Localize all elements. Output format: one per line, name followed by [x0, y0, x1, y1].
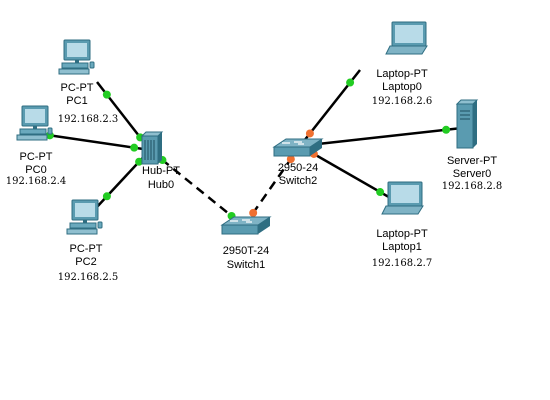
desktop-pc-icon[interactable] [66, 199, 103, 235]
port-status-switch2 [305, 129, 314, 138]
device-ip: 192.168.2.4 [5, 176, 67, 187]
port-status-laptop1 [376, 188, 385, 197]
device-model: Laptop-PT [376, 228, 428, 240]
device-name: Switch1 [226, 259, 266, 271]
device-name: Switch2 [278, 175, 318, 187]
device-name: Server0 [452, 168, 492, 180]
device-model: PC-PT [60, 82, 94, 94]
device-model: Laptop-PT [376, 68, 428, 80]
device-ip: 192.168.2.5 [57, 272, 119, 283]
port-status-switch2 [286, 155, 295, 164]
devices-layer [16, 21, 478, 235]
port-status-laptop0 [346, 78, 355, 87]
device-model: Server-PT [446, 155, 498, 167]
device-model: PC-PT [69, 243, 103, 255]
device-name: Laptop1 [382, 241, 422, 253]
device-ip: 192.168.2.7 [371, 258, 433, 269]
device-model: PC-PT [19, 151, 53, 163]
port-status-switch1 [249, 208, 258, 217]
device-model: 2950-24 [277, 162, 319, 174]
switch-icon[interactable] [221, 216, 271, 235]
device-name: PC1 [66, 95, 88, 107]
device-name: PC0 [25, 164, 47, 176]
device-name: PC2 [75, 256, 97, 268]
laptop-icon[interactable] [381, 181, 424, 215]
device-ip: 192.168.2.8 [441, 181, 503, 192]
port-status-server0 [442, 125, 451, 134]
port-status-pc1 [102, 90, 111, 99]
device-name: Hub0 [147, 179, 175, 191]
device-model: 2950T-24 [222, 245, 270, 257]
device-ip: 192.168.2.6 [371, 96, 433, 107]
desktop-pc-icon[interactable] [58, 39, 95, 75]
hub-icon[interactable] [141, 131, 163, 165]
laptop-icon[interactable] [385, 21, 428, 55]
link-switch2-server0[interactable] [299, 126, 463, 148]
port-status-hub0 [130, 143, 139, 152]
link-hub0-switch1[interactable] [149, 149, 245, 227]
port-status-hub0 [135, 157, 144, 166]
port-status-pc2 [102, 192, 111, 201]
desktop-pc-icon[interactable] [16, 105, 53, 141]
server-icon[interactable] [456, 99, 478, 149]
device-model: Hub-PT [142, 165, 180, 177]
device-name: Laptop0 [382, 81, 422, 93]
device-ip: 192.168.2.3 [57, 114, 119, 125]
